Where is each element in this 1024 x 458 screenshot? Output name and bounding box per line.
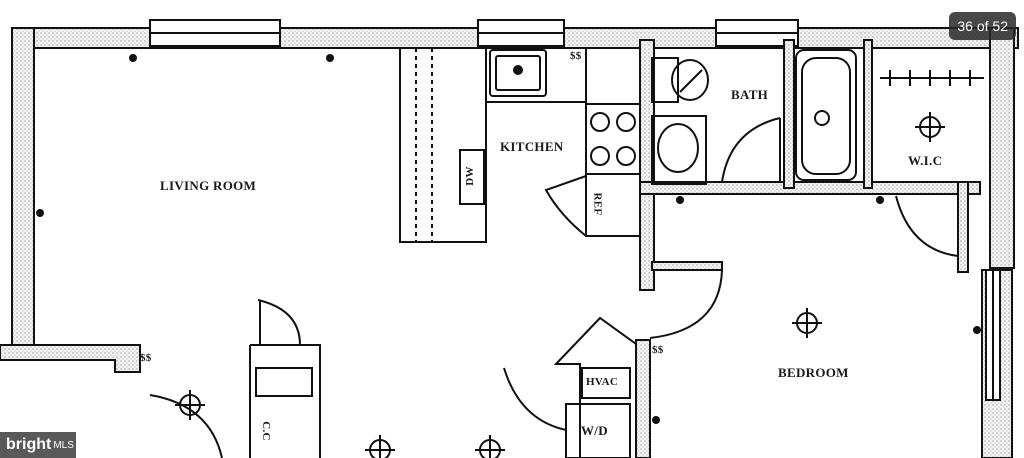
bedroom-door <box>649 269 723 339</box>
label-bath: BATH <box>731 87 769 102</box>
label-kitchen: KITCHEN <box>500 139 564 154</box>
label-hvac: HVAC <box>586 376 619 388</box>
outlet-symbol: $$ <box>570 50 582 62</box>
label-living-room: LIVING ROOM <box>160 178 257 193</box>
label-coat-closet: C.C <box>259 421 272 441</box>
laundry-area <box>149 299 637 458</box>
windows <box>149 19 1001 401</box>
brand-logo: bright MLS <box>0 432 76 458</box>
outlet-symbol: $$ <box>140 352 152 364</box>
closet-rod <box>880 70 984 257</box>
fridge-door <box>544 175 587 237</box>
kitchen-cabinets <box>399 47 641 243</box>
label-dishwasher: DW <box>463 166 476 186</box>
outlet-symbol: $$ <box>652 344 664 356</box>
brand-name: bright <box>6 436 52 453</box>
label-bedroom: BEDROOM <box>778 365 849 380</box>
bath-fixtures <box>651 49 857 185</box>
range <box>590 112 636 166</box>
label-wic: W.I.C <box>908 153 943 168</box>
kitchen-sink <box>489 49 547 97</box>
brand-suffix: MLS <box>53 439 74 451</box>
label-washer-dryer: W/D <box>581 423 608 438</box>
outlets <box>36 54 981 424</box>
interior-walls <box>635 39 981 458</box>
photo-counter: 36 of 52 <box>949 12 1016 40</box>
label-refrigerator: REF <box>591 192 604 216</box>
ceiling-lights <box>175 112 945 458</box>
